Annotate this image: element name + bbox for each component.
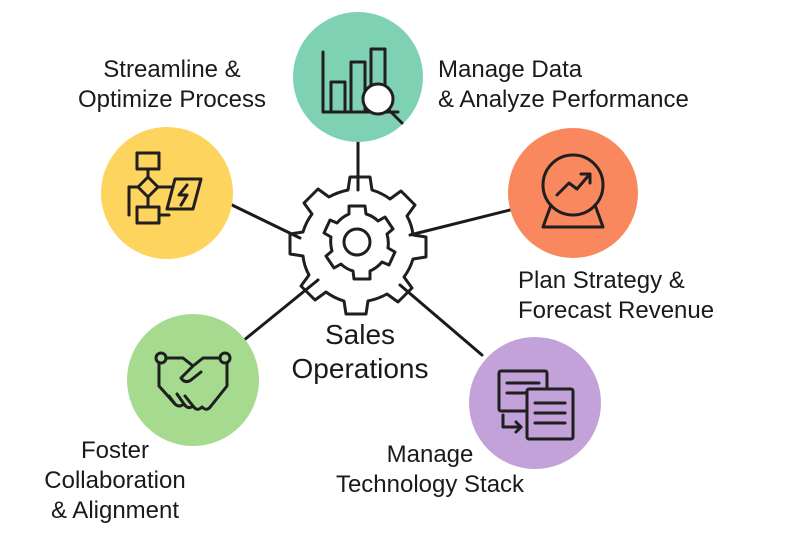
node-circle-strategy	[508, 128, 638, 258]
bar-chart-magnifier-icon	[321, 47, 404, 125]
crystal-ball-trend-icon	[541, 153, 605, 229]
node-circle-process	[101, 127, 233, 259]
connector-process	[230, 203, 302, 240]
documents-icon	[497, 369, 575, 441]
gear-icon	[288, 175, 428, 316]
handshake-icon	[154, 351, 232, 411]
center-label: Sales Operations	[291, 319, 429, 384]
node-label-data: Manage Data & Analyze Performance	[438, 56, 689, 113]
node-circle-data	[293, 12, 423, 142]
flowchart-icon	[127, 151, 203, 225]
node-label-tech: Manage Technology Stack	[335, 441, 525, 498]
node-label-collab: Foster Collaboration & Alignment	[44, 437, 186, 524]
node-label-process: Streamline & Optimize Process	[77, 56, 267, 113]
connector-tech	[398, 283, 484, 357]
node-label-strategy: Plan Strategy & Forecast Revenue	[518, 267, 715, 324]
connector-strategy	[408, 208, 512, 237]
